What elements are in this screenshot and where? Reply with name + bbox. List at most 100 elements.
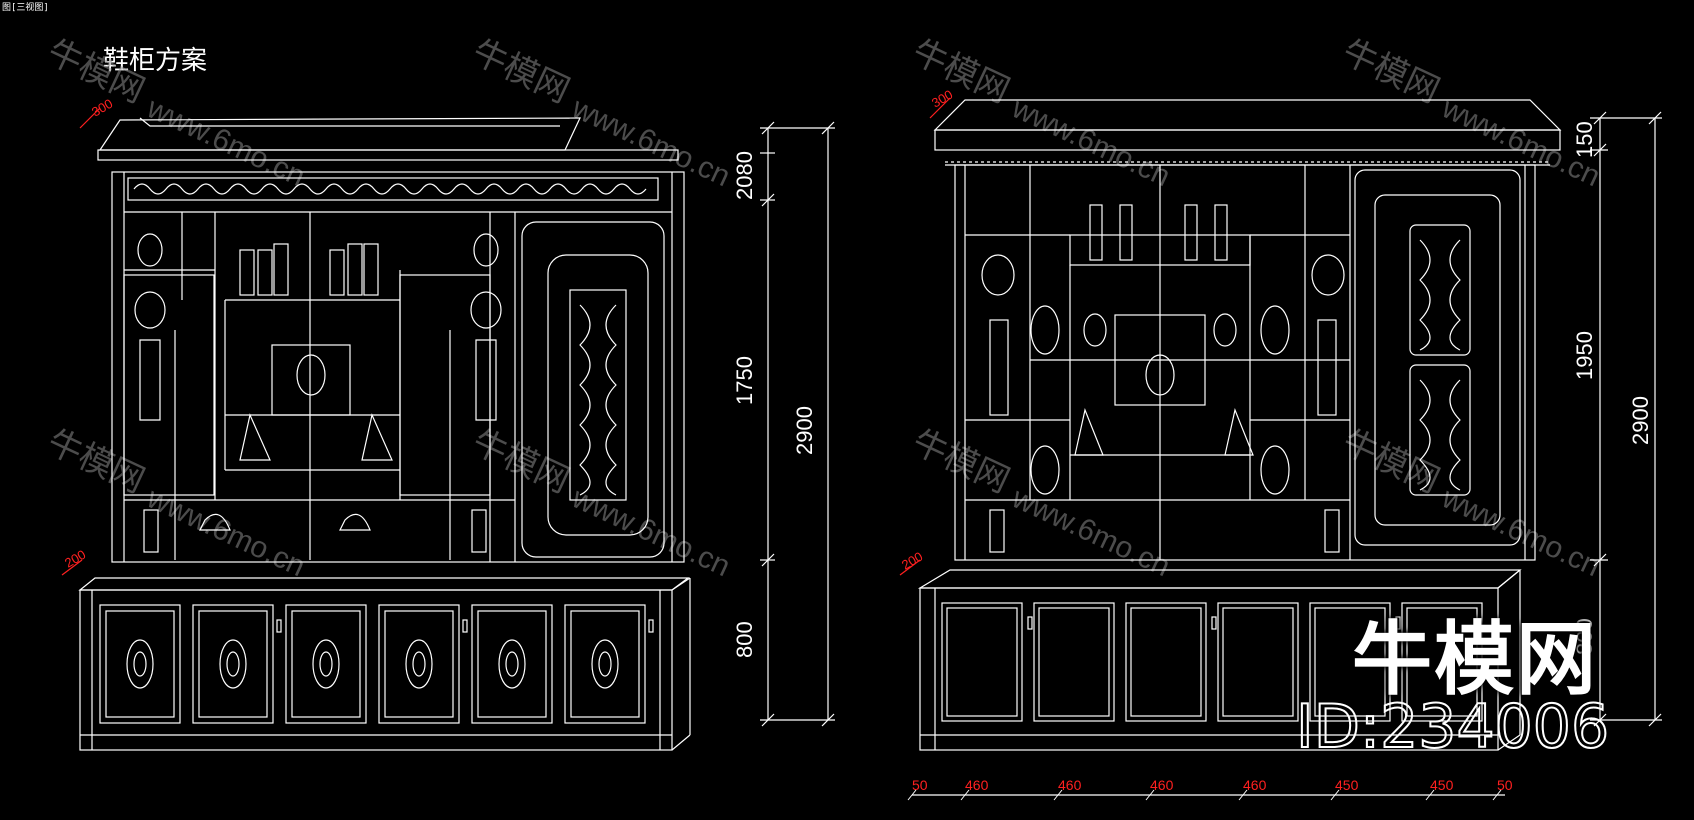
bottom-dim-label: 450 (1430, 777, 1454, 793)
right-ornaments (981, 204, 1345, 553)
door-handle (648, 619, 654, 633)
base-door-panel (192, 604, 274, 724)
left-dim-2900: 2900 (792, 406, 817, 455)
watermark-url: www.6mo.cn (1006, 91, 1175, 193)
right-small-dims: 300 200 (899, 87, 955, 573)
base-door-inner (1406, 607, 1478, 717)
door-medallion (498, 639, 526, 689)
base-door-panel (941, 602, 1023, 722)
right-dim-150: 150 (1572, 121, 1597, 158)
base-door-panel (471, 604, 553, 724)
base-door-inner (477, 610, 547, 718)
left-upper-frame (111, 171, 685, 563)
bottom-dim-label: 50 (1497, 777, 1513, 793)
right-bottom-dimensions: 50 460 460 460 460 450 450 50 (907, 777, 1513, 801)
watermark-url: www.6mo.cn (566, 481, 735, 583)
base-door-panel (1033, 602, 1115, 722)
right-dim-800: 800 (1572, 618, 1597, 655)
base-door-inner (1222, 607, 1294, 717)
door-medallion-core (319, 651, 333, 677)
door-medallion (312, 639, 340, 689)
watermark-url: www.6mo.cn (1006, 481, 1175, 583)
right-dim-200: 200 (899, 549, 925, 573)
bottom-dim-label: 460 (1150, 777, 1174, 793)
bottom-dim-tick (907, 789, 917, 801)
left-ornaments (134, 233, 502, 553)
left-base-cabinet (79, 589, 673, 751)
bottom-dim-label: 460 (965, 777, 989, 793)
door-medallion-core (598, 651, 612, 677)
right-dim-1950: 1950 (1572, 331, 1597, 380)
right-dim-2900: 2900 (1628, 396, 1653, 445)
base-door-panel (378, 604, 460, 724)
right-dimension-lines (899, 97, 1662, 796)
right-cornice-band (934, 129, 1561, 151)
layer-label: 图[三视图] (2, 3, 49, 13)
bottom-dim-tick (1330, 789, 1340, 801)
right-base-cabinet (919, 587, 1499, 751)
left-dim-200: 200 (62, 547, 88, 571)
left-dimension-texts: 2080 1750 800 2900 (732, 151, 817, 658)
base-door-inner (291, 610, 361, 718)
base-door-inner (570, 610, 640, 718)
base-door-inner (384, 610, 454, 718)
watermark-text: 牛模网 (42, 423, 151, 501)
base-door-panel (1401, 602, 1483, 722)
bottom-dim-tick (1145, 789, 1155, 801)
left-small-dims: 300 200 (62, 96, 115, 571)
bottom-dim-tick (1425, 789, 1435, 801)
watermark-text: 牛模网 (907, 423, 1016, 501)
base-door-panel (1217, 602, 1299, 722)
left-carved-door (521, 221, 665, 558)
drawing-title: 鞋柜方案 (103, 46, 208, 76)
base-door-panel (285, 604, 367, 724)
base-door-inner (1314, 607, 1386, 717)
brand-watermark: 牛模网 (1352, 613, 1598, 706)
right-dim-300: 300 (929, 87, 955, 111)
id-watermark: ID:234006 (1295, 691, 1610, 763)
door-medallion-core (505, 651, 519, 677)
base-door-inner (1130, 607, 1202, 717)
right-curio-shelves (965, 165, 1351, 560)
right-base-doors (941, 602, 1483, 722)
bottom-dim-tick (1492, 789, 1502, 801)
left-cornice-inner (139, 117, 560, 127)
base-door-inner (198, 610, 268, 718)
left-cabinet-elevation (61, 107, 835, 751)
door-medallion-core (412, 651, 426, 677)
base-door-inner (946, 607, 1018, 717)
watermark-text: 牛模网 (907, 33, 1016, 111)
watermark-text: 牛模网 (467, 423, 576, 501)
base-door-panel (564, 604, 646, 724)
right-dimension-texts: 150 1950 800 2900 (1572, 121, 1653, 655)
left-carved-frieze (127, 177, 659, 201)
bottom-dim-label: 50 (912, 777, 928, 793)
bottom-dim-tick (960, 789, 970, 801)
left-curio-shelves (123, 212, 516, 562)
bottom-dim-label: 450 (1335, 777, 1359, 793)
left-frieze-pattern (133, 183, 647, 195)
bottom-dim-tick (1053, 789, 1063, 801)
watermark-text: 牛模网 (467, 33, 576, 111)
base-door-inner (105, 610, 175, 718)
door-medallion (219, 639, 247, 689)
right-upper-frame (954, 164, 1536, 561)
door-medallion (405, 639, 433, 689)
base-door-panel (1125, 602, 1207, 722)
door-handle (1395, 616, 1401, 630)
door-medallion-core (226, 651, 240, 677)
door-medallion (591, 639, 619, 689)
watermark-text: 牛模网 (42, 33, 151, 111)
door-handle (462, 619, 468, 633)
bottom-dim-label: 460 (1243, 777, 1267, 793)
base-door-panel (1309, 602, 1391, 722)
door-medallion-core (133, 651, 147, 677)
left-cornice-band (97, 149, 679, 161)
watermark-url: www.6mo.cn (141, 481, 310, 583)
watermark-text: 牛模网 (1337, 33, 1446, 111)
right-base-top (917, 569, 1522, 589)
bottom-dim-label: 460 (1058, 777, 1082, 793)
left-dim-800: 800 (732, 621, 757, 658)
left-base-top (78, 577, 690, 591)
